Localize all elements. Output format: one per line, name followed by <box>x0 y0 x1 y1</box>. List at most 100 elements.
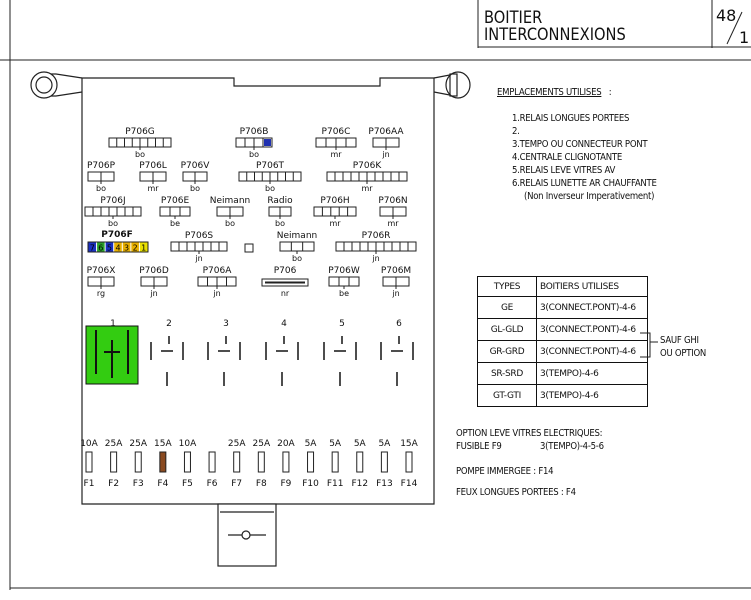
pin-number: 4 <box>115 244 120 253</box>
fuse-rating: 5A <box>354 439 367 449</box>
boitier-cell: 3(TEMPO)-4-6 <box>536 384 648 407</box>
connector-label: P706L <box>139 161 167 171</box>
relay-number: 6 <box>396 319 402 329</box>
connector-color: mr <box>387 219 399 228</box>
connector-p706d: P706D jn <box>139 266 169 298</box>
fuse-label: F1 <box>84 479 95 489</box>
type-cell: GT-GTI <box>477 384 537 407</box>
fuse-label: F4 <box>157 479 168 489</box>
fuse-rating: 10A <box>179 439 197 449</box>
fuse-rating: 25A <box>228 439 246 449</box>
option-line2b: 3(TEMPO)-4-5-6 <box>540 441 604 452</box>
fuse-label: F12 <box>351 479 368 489</box>
connector-color: mr <box>361 184 373 193</box>
connector-label: P706K <box>353 161 383 171</box>
connector-color: bo <box>108 219 118 228</box>
fuse-f6: F6 <box>207 451 218 489</box>
fuse-rating: 15A <box>400 439 418 449</box>
connector-p706f: P706F <box>101 230 133 240</box>
fuse-label: F9 <box>280 479 291 489</box>
location-item: 4.CENTRALE CLIGNOTANTE <box>512 152 622 163</box>
connector-color: jn <box>391 289 399 298</box>
connector-color: bo <box>135 150 145 159</box>
connector-label: P706F <box>101 230 133 240</box>
fuse-label: F6 <box>207 479 218 489</box>
boitier-cell: 3(CONNECT.PONT)-4-6 <box>536 296 648 319</box>
connector-color: jn <box>194 254 202 263</box>
note-bracket <box>640 332 658 358</box>
relay-slot-3: 3 <box>207 319 241 386</box>
connector-color: be <box>170 219 180 228</box>
pin-number: 7 <box>90 244 95 253</box>
pin-number: 5 <box>107 244 112 253</box>
relay-slot-6: 6 <box>380 319 414 386</box>
fuse-label: F5 <box>182 479 193 489</box>
connector-color: bo <box>275 219 285 228</box>
connector-label: P706J <box>100 196 125 206</box>
type-cell: GE <box>477 296 537 319</box>
option-line1: OPTION LEVE VITRES ELECTRIQUES: <box>456 428 603 439</box>
connector-label: P706C <box>322 127 351 137</box>
connector-color: jn <box>381 150 389 159</box>
boitier-cell: 3(TEMPO)-4-6 <box>536 362 648 385</box>
connector-color: bo <box>96 184 106 193</box>
connector-label: P706D <box>139 266 169 276</box>
connector-color: rg <box>97 289 105 298</box>
pompe-note: POMPE IMMERGEE : F14 <box>456 466 554 477</box>
location-item: 6.RELAIS LUNETTE AR CHAUFFANTE <box>512 178 657 189</box>
types-note-line1: SAUF GHI <box>660 335 699 346</box>
connector-label: P706N <box>378 196 407 206</box>
location-item: 3.TEMPO OU CONNECTEUR PONT <box>512 139 648 150</box>
connector-label: Neimann <box>210 196 250 206</box>
types-table: TYPES BOITIERS UTILISES GE 3(CONNECT.PON… <box>477 276 648 407</box>
connector-color: bo <box>190 184 200 193</box>
relay-number: 4 <box>281 319 287 329</box>
relay-slot-1: 1 <box>85 319 139 385</box>
fuse-rating: 15A <box>154 439 172 449</box>
connector-color: bo <box>292 254 302 263</box>
page-number-bottom: 1 <box>739 28 750 47</box>
connector-p706p: P706P bo <box>87 161 116 193</box>
relay-slot-5: 5 <box>323 319 357 386</box>
connector-color: be <box>339 289 349 298</box>
connector-color: bo <box>265 184 275 193</box>
types-note-line2: OU OPTION <box>660 348 707 359</box>
connector-p706n: P706N mr <box>378 196 407 228</box>
connector-label: P706P <box>87 161 116 171</box>
connector-label: P706H <box>320 196 349 206</box>
fuse-f5: 10A F5 <box>179 439 197 489</box>
connector-p706j: P706J bo <box>84 196 142 228</box>
boitier-cell: 3(CONNECT.PONT)-4-6 <box>536 318 648 341</box>
connector-color: jn <box>149 289 157 298</box>
connector-label: Neimann <box>277 231 317 241</box>
connector-p706k: P706K mr <box>326 161 408 193</box>
page-number-top: 48 <box>716 6 737 25</box>
relay-number: 1 <box>110 319 116 329</box>
connector-color: mr <box>330 150 342 159</box>
connector-color: jn <box>371 254 379 263</box>
connector-color: jn <box>212 289 220 298</box>
connector-label: P706S <box>185 231 214 241</box>
pin-number: 1 <box>141 244 146 253</box>
